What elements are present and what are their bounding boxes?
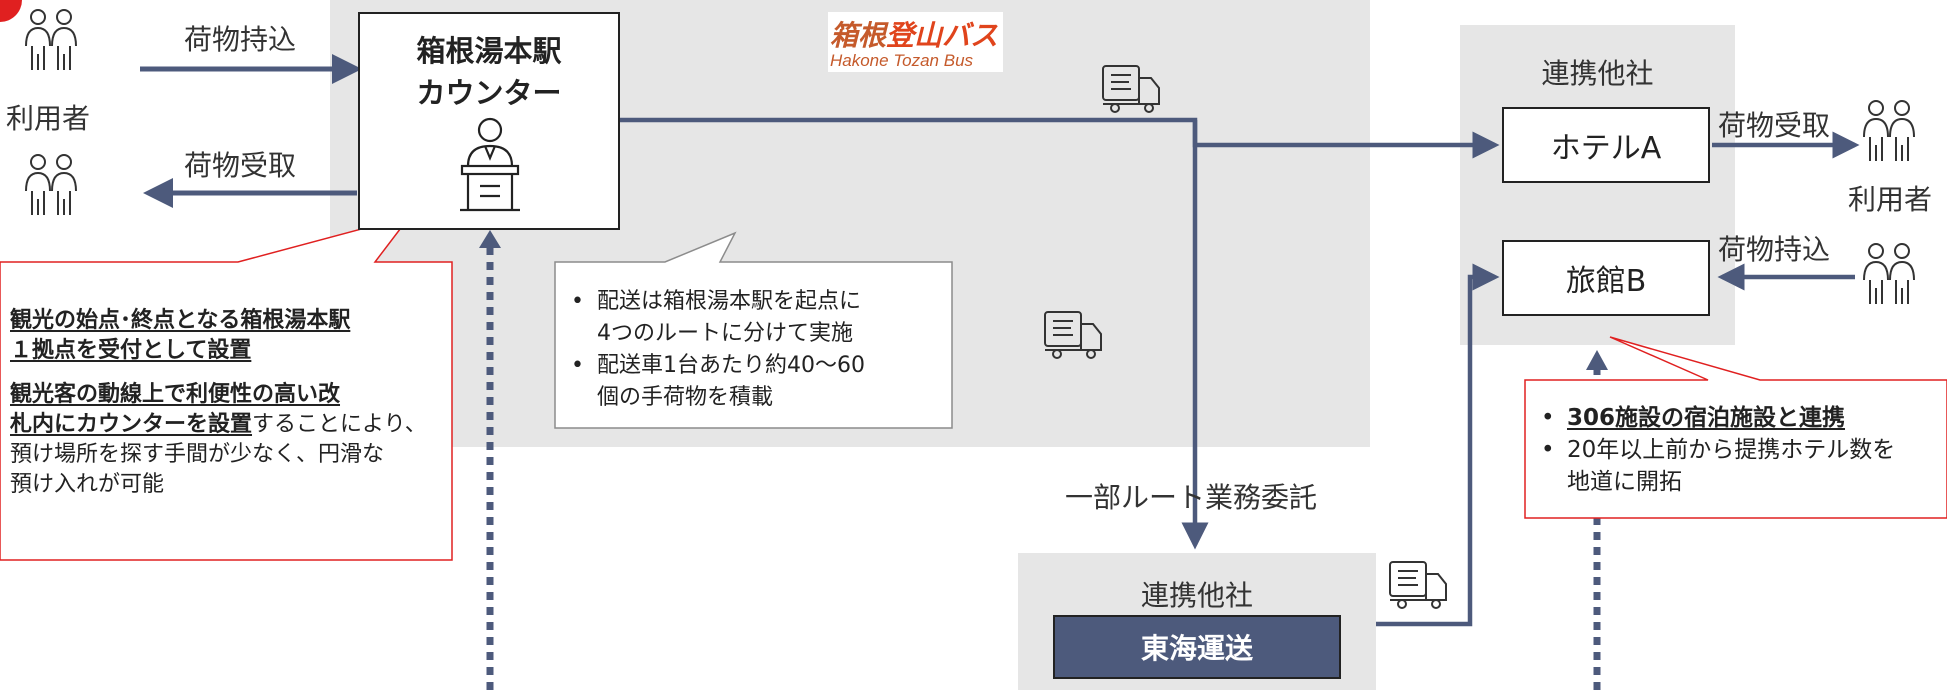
right-callout-bullet-1: 306施設の宿泊施設と連携: [1535, 402, 1947, 434]
left-callout-p2-line2-rest: することにより、: [252, 412, 427, 437]
ryokan-b-box: 旅館B: [1502, 240, 1710, 316]
partner-right-title: 連携他社: [1541, 57, 1654, 90]
center-callout-b2-line2: 個の手荷物を積載: [597, 385, 774, 410]
truck-icon-3: [1389, 561, 1447, 609]
counter-title-line1: 箱根湯本駅: [416, 34, 562, 68]
drop-label-left: 荷物持込: [184, 23, 297, 56]
user-icon-left-bottom: [25, 154, 77, 215]
route-line-tokai-ryokan: [1376, 263, 1500, 627]
user-icon-right-top: [1863, 100, 1915, 161]
left-callout-p1-line1: 観光の始点･終点となる箱根湯本駅: [10, 308, 351, 333]
outsource-label: 一部ルート業務委託: [1065, 481, 1318, 514]
truck-icon-1: [1102, 65, 1160, 113]
counter-title-line2: カウンター: [416, 76, 562, 110]
left-callout-p1-line2: １拠点を受付として設置: [10, 338, 252, 363]
route-line-main: [620, 117, 1500, 159]
logo-jp-part2: 登山バス: [886, 19, 999, 52]
left-callout-shape: [0, 214, 453, 561]
right-callout-bullet-2: 20年以上前から提携ホテル数を 地道に開拓: [1535, 434, 1947, 498]
left-callout-p2-line4: 預け入れが可能: [10, 472, 165, 497]
logo-jp-part1: 箱根: [830, 19, 887, 52]
left-callout-p2-line1: 観光客の動線上で利便性の高い改: [10, 382, 341, 407]
pickup-label-right: 荷物受取: [1718, 109, 1831, 142]
right-callout-b1: 306施設の宿泊施設と連携: [1567, 405, 1846, 431]
right-callout-b2-line2: 地道に開拓: [1567, 469, 1682, 495]
user-icon-left-top: [25, 9, 77, 70]
hakone-tozan-bus-logo: 箱根登山バス Hakone Tozan Bus: [828, 12, 1003, 72]
tokai-unso-box: 東海運送: [1053, 615, 1341, 679]
partner-bottom-title: 連携他社: [1140, 579, 1253, 612]
center-callout-bullet-2: 配送車1台あたり約40～60 個の手荷物を積載: [565, 350, 945, 414]
hotel-a-box: ホテルA: [1502, 107, 1710, 183]
reception-desk-icon: [460, 117, 520, 212]
center-callout-b1-line1: 配送は箱根湯本駅を起点に: [597, 289, 862, 314]
user-label-left: 利用者: [6, 102, 91, 135]
center-callout-bullet-1: 配送は箱根湯本駅を起点に 4つのルートに分けて実施: [565, 286, 945, 350]
truck-icon-2: [1044, 311, 1102, 359]
center-callout-b2-line1: 配送車1台あたり約40～60: [597, 353, 865, 378]
user-label-right: 利用者: [1848, 183, 1933, 216]
left-callout-text: 観光の始点･終点となる箱根湯本駅 １拠点を受付として設置 観光客の動線上で利便性…: [10, 306, 450, 500]
hotel-a-label: ホテルA: [1550, 131, 1662, 166]
drop-label-right: 荷物持込: [1718, 233, 1831, 266]
ryokan-b-label: 旅館B: [1565, 264, 1647, 299]
tokai-unso-label: 東海運送: [1140, 632, 1253, 665]
left-callout-p2-line3: 預け場所を探す手間が少なく、円滑な: [10, 442, 385, 467]
center-callout-b1-line2: 4つのルートに分けて実施: [597, 321, 853, 346]
right-callout-b2-line1: 20年以上前から提携ホテル数を: [1567, 437, 1896, 463]
station-counter-box: 箱根湯本駅 カウンター: [358, 12, 620, 230]
user-icon-right-bottom: [1863, 243, 1915, 304]
pickup-label-left: 荷物受取: [184, 149, 297, 182]
center-callout-text: 配送は箱根湯本駅を起点に 4つのルートに分けて実施 配送車1台あたり約40～60…: [565, 286, 945, 414]
logo-en: Hakone Tozan Bus: [830, 51, 974, 70]
left-callout-p2-line2-bold: 札内にカウンターを設置: [10, 412, 253, 437]
right-callout-text: 306施設の宿泊施設と連携 20年以上前から提携ホテル数を 地道に開拓: [1535, 402, 1947, 498]
